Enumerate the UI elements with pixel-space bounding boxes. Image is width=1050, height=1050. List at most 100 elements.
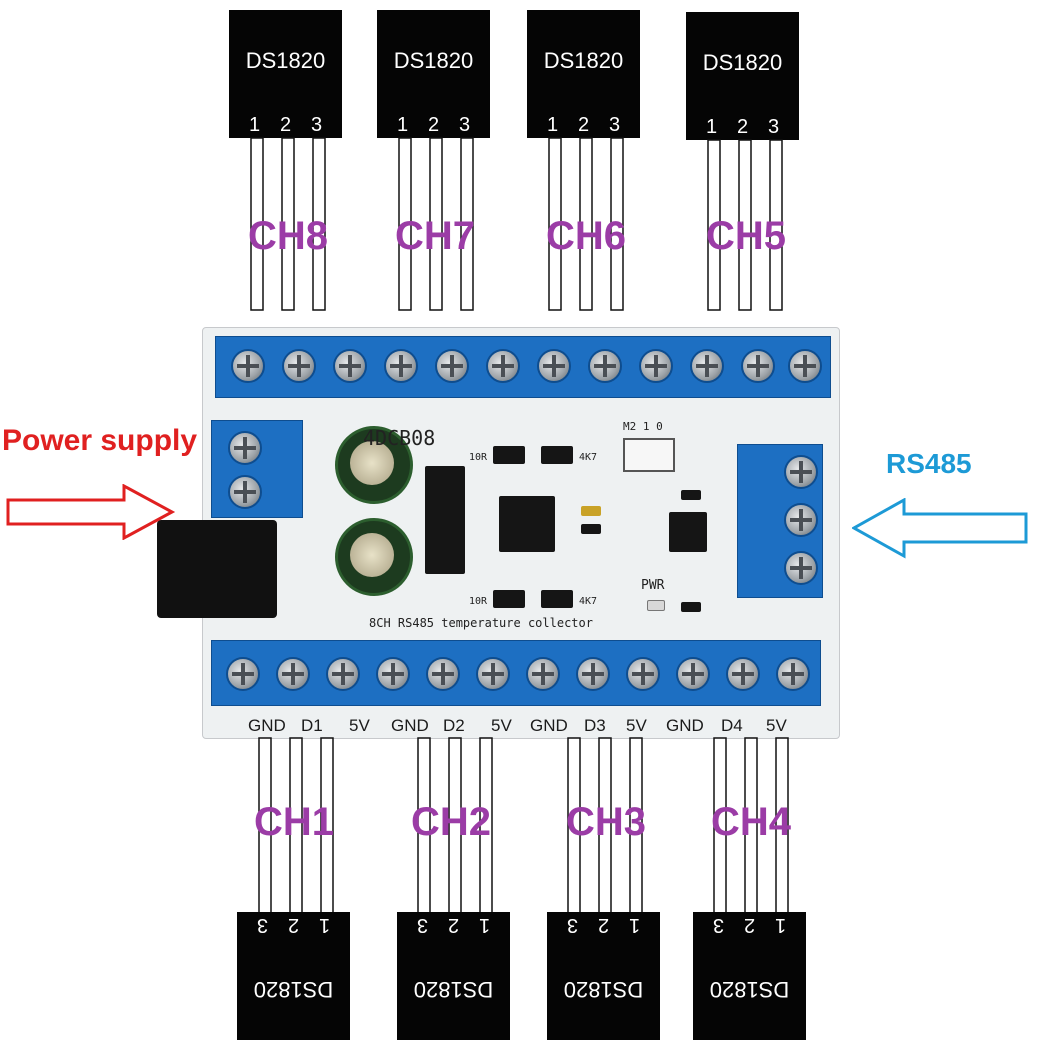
capacitor [335, 518, 413, 596]
terminal-block-top [215, 336, 831, 398]
pin-2: 2 [736, 116, 749, 138]
screw-terminal [486, 349, 520, 383]
channel-label-ch8: CH8 [247, 214, 329, 258]
pin-numbers: 123 [397, 913, 510, 936]
pin-1: 1 [546, 114, 559, 136]
screw-terminal [776, 657, 810, 691]
smd-component [681, 490, 701, 500]
rs485-label: RS485 [886, 448, 972, 479]
channel-label-ch3: CH3 [565, 800, 647, 844]
dc-barrel-jack [157, 520, 277, 618]
pin-2: 2 [597, 914, 610, 936]
terminal-label: 5V [349, 716, 370, 735]
smd-component [681, 602, 701, 612]
pwr-label: PWR [641, 578, 665, 593]
pin-numbers: 123 [237, 913, 350, 936]
screw-terminal [231, 349, 265, 383]
pin-1: 1 [318, 914, 331, 936]
sensor-label: DS1820 [543, 48, 624, 73]
screw-terminal [326, 657, 360, 691]
pin-1: 1 [774, 914, 787, 936]
rs485-transceiver-chip [669, 512, 707, 552]
pin-3: 3 [767, 116, 780, 138]
terminal-block-rs485 [737, 444, 823, 598]
sensor-label: DS1820 [709, 977, 790, 1002]
screw-terminal [726, 657, 760, 691]
screw-terminal [376, 657, 410, 691]
resistor-label: 10R [469, 452, 488, 463]
terminal-label: 5V [491, 716, 512, 735]
sensor-ch4: DS1820 123 [693, 912, 806, 1040]
channel-label-ch4: CH4 [710, 800, 792, 844]
screw-terminal [626, 657, 660, 691]
screw-terminal [282, 349, 316, 383]
resistor-array [541, 590, 573, 608]
pin-3: 3 [712, 914, 725, 936]
channel-label-ch7: CH7 [394, 214, 476, 258]
screw-terminal [784, 551, 818, 585]
board-model: 4DCB08 [363, 426, 436, 450]
screw-terminal [333, 349, 367, 383]
pin-2: 2 [743, 914, 756, 936]
terminal-block-bottom [211, 640, 821, 706]
pin-2: 2 [447, 914, 460, 936]
resistor-label: 4K7 [579, 596, 598, 607]
screw-terminal [588, 349, 622, 383]
sensor-ch3: DS1820 123 [547, 912, 660, 1040]
microcontroller-chip [499, 496, 555, 552]
screw-terminal [276, 657, 310, 691]
pin-3: 3 [310, 114, 323, 136]
sensor-label: DS1820 [563, 977, 644, 1002]
sensor-label: DS1820 [253, 977, 334, 1002]
screw-terminal [426, 657, 460, 691]
led [647, 600, 665, 611]
screw-terminal [228, 431, 262, 465]
terminal-block-power [211, 420, 303, 518]
screw-terminal [226, 657, 260, 691]
smd-component [581, 506, 601, 516]
voltage-regulator [425, 466, 465, 574]
jumper-label: M2 1 0 [623, 420, 663, 433]
sensor-label: DS1820 [393, 48, 474, 73]
channel-label-ch2: CH2 [410, 800, 492, 844]
screw-terminal [476, 657, 510, 691]
rs485-arrow-icon [852, 498, 1028, 559]
sensor-ch1: DS1820 123 [237, 912, 350, 1040]
channel-label-ch5: CH5 [705, 214, 787, 258]
power-supply-label: Power supply [2, 424, 198, 457]
screw-terminal [435, 349, 469, 383]
pin-numbers: 123 [547, 913, 660, 936]
jumper-header [623, 438, 675, 472]
screw-terminal [384, 349, 418, 383]
terminal-label: D2 [443, 716, 465, 735]
sensor-label: DS1820 [702, 50, 783, 75]
terminal-label: D4 [721, 716, 743, 735]
resistor-array [493, 590, 525, 608]
pin-3: 3 [608, 114, 621, 136]
pin-1: 1 [396, 114, 409, 136]
channel-label-ch1: CH1 [253, 800, 335, 844]
screw-terminal [576, 657, 610, 691]
screw-terminal [690, 349, 724, 383]
terminal-label: 5V [626, 716, 647, 735]
sensor-ch2: DS1820 123 [397, 912, 510, 1040]
resistor-label: 10R [469, 596, 488, 607]
resistor-label: 4K7 [579, 452, 598, 463]
pin-1: 1 [478, 914, 491, 936]
screw-terminal [639, 349, 673, 383]
pin-3: 3 [458, 114, 471, 136]
smd-component [581, 524, 601, 534]
pin-numbers: 123 [693, 913, 806, 936]
pin-1: 1 [705, 116, 718, 138]
pcb-board: 4DCB08 10R 4K7 10R 4K7 M2 1 0 PWR 8CH RS… [157, 327, 840, 739]
pin-1: 1 [248, 114, 261, 136]
board-caption: 8CH RS485 temperature collector [369, 616, 593, 630]
